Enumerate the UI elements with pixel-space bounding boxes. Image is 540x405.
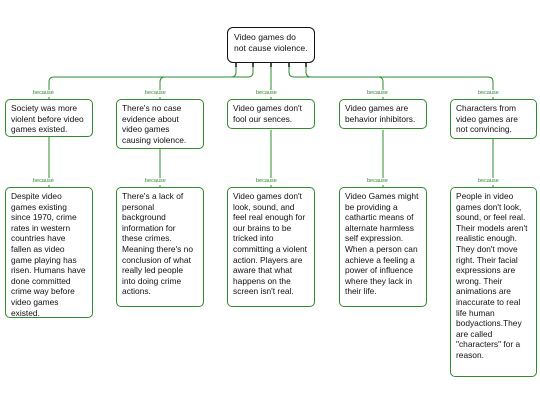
because-label-evidence-3: because	[255, 178, 278, 185]
because-label-evidence-4: because	[366, 178, 389, 185]
connector-root-to-claim-5	[305, 63, 494, 99]
claim-text-4: Video games are behavior inhibitors.	[345, 103, 416, 124]
evidence-text-1: Despite video games existing since 1970,…	[11, 191, 86, 318]
evidence-text-2: There's a lack of personal background in…	[122, 191, 193, 297]
evidence-box-3[interactable]: Video games don't look, sound, and feel …	[227, 187, 315, 307]
evidence-text-4: Video Games might be providing a cathart…	[345, 191, 419, 297]
claim-box-3[interactable]: Video games don't fool our sences.	[227, 99, 315, 129]
evidence-text-3: Video games don't look, sound, and feel …	[233, 191, 308, 297]
evidence-box-2[interactable]: There's a lack of personal background in…	[116, 187, 204, 307]
because-label-evidence-2: because	[144, 178, 167, 185]
because-label-claim-3: because	[255, 90, 278, 97]
claim-text-1: Society was more violent before video ga…	[11, 103, 84, 135]
claim-text-5: Characters from video games are not conv…	[456, 103, 518, 135]
claim-box-5[interactable]: Characters from video games are not conv…	[450, 99, 537, 139]
because-label-claim-2: because	[144, 90, 167, 97]
evidence-box-4[interactable]: Video Games might be providing a cathart…	[339, 187, 427, 307]
connector-root-to-claim-2	[159, 63, 254, 99]
evidence-box-5[interactable]: People in video games don't look, sound,…	[450, 187, 537, 377]
because-label-claim-5: because	[477, 90, 500, 97]
because-label-evidence-1: because	[32, 178, 55, 185]
root-claim[interactable]: Video games do not cause violence.	[227, 27, 315, 63]
claim-text-3: Video games don't fool our sences.	[233, 103, 302, 124]
root-claim-text: Video games do not cause violence.	[234, 32, 308, 53]
connector-root-to-claim-1	[48, 63, 237, 99]
claim-text-2: There's no case evidence about video gam…	[122, 103, 187, 145]
evidence-box-1[interactable]: Despite video games existing since 1970,…	[5, 187, 93, 318]
because-label-claim-4: because	[366, 90, 389, 97]
claim-box-1[interactable]: Society was more violent before video ga…	[5, 99, 93, 137]
claim-box-4[interactable]: Video games are behavior inhibitors.	[339, 99, 427, 129]
because-label-claim-1: because	[32, 90, 55, 97]
because-label-evidence-5: because	[477, 178, 500, 185]
claim-box-2[interactable]: There's no case evidence about video gam…	[116, 99, 204, 149]
evidence-text-5: People in video games don't look, sound,…	[456, 191, 528, 360]
